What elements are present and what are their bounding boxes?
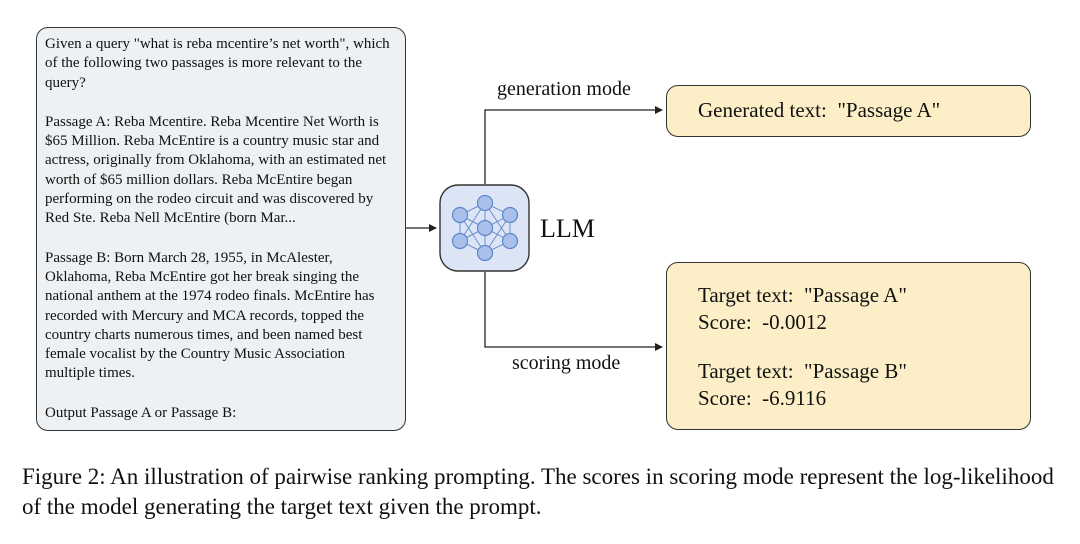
arrow-llm-to-scoring — [484, 272, 663, 351]
target-text-b: Target text: "Passage B" — [698, 359, 907, 383]
score-b: Score: -6.9116 — [698, 386, 827, 410]
scoring-mode-label: scoring mode — [512, 352, 621, 374]
arrow-llm-to-generation — [484, 106, 663, 184]
llm-label: LLM — [540, 214, 595, 243]
target-text-a: Target text: "Passage A" — [698, 283, 907, 307]
passage-b-text: Passage B: Born March 28, 1955, in McAle… — [45, 249, 375, 382]
prompt-intro: Given a query "what is reba mcentire’s n… — [45, 36, 390, 91]
spacer — [698, 336, 1030, 358]
diagram-canvas — [406, 106, 663, 351]
prompt-instruction: Output Passage A or Passage B: — [45, 404, 237, 421]
neural-network-icon — [439, 184, 530, 272]
passage-a-text: Passage A: Reba Mcentire. Reba Mcentire … — [45, 113, 387, 227]
generation-output-box: Generated text: "Passage A" — [666, 85, 1031, 137]
scoring-output-box: Target text: "Passage A" Score: -0.0012 … — [666, 262, 1031, 430]
generation-mode-label: generation mode — [497, 78, 631, 100]
generated-text: Generated text: "Passage A" — [698, 98, 941, 122]
figure-caption: Figure 2: An illustration of pairwise ra… — [22, 464, 1054, 519]
score-a: Score: -0.0012 — [698, 310, 827, 334]
prompt-box: Given a query "what is reba mcentire’s n… — [36, 27, 406, 431]
